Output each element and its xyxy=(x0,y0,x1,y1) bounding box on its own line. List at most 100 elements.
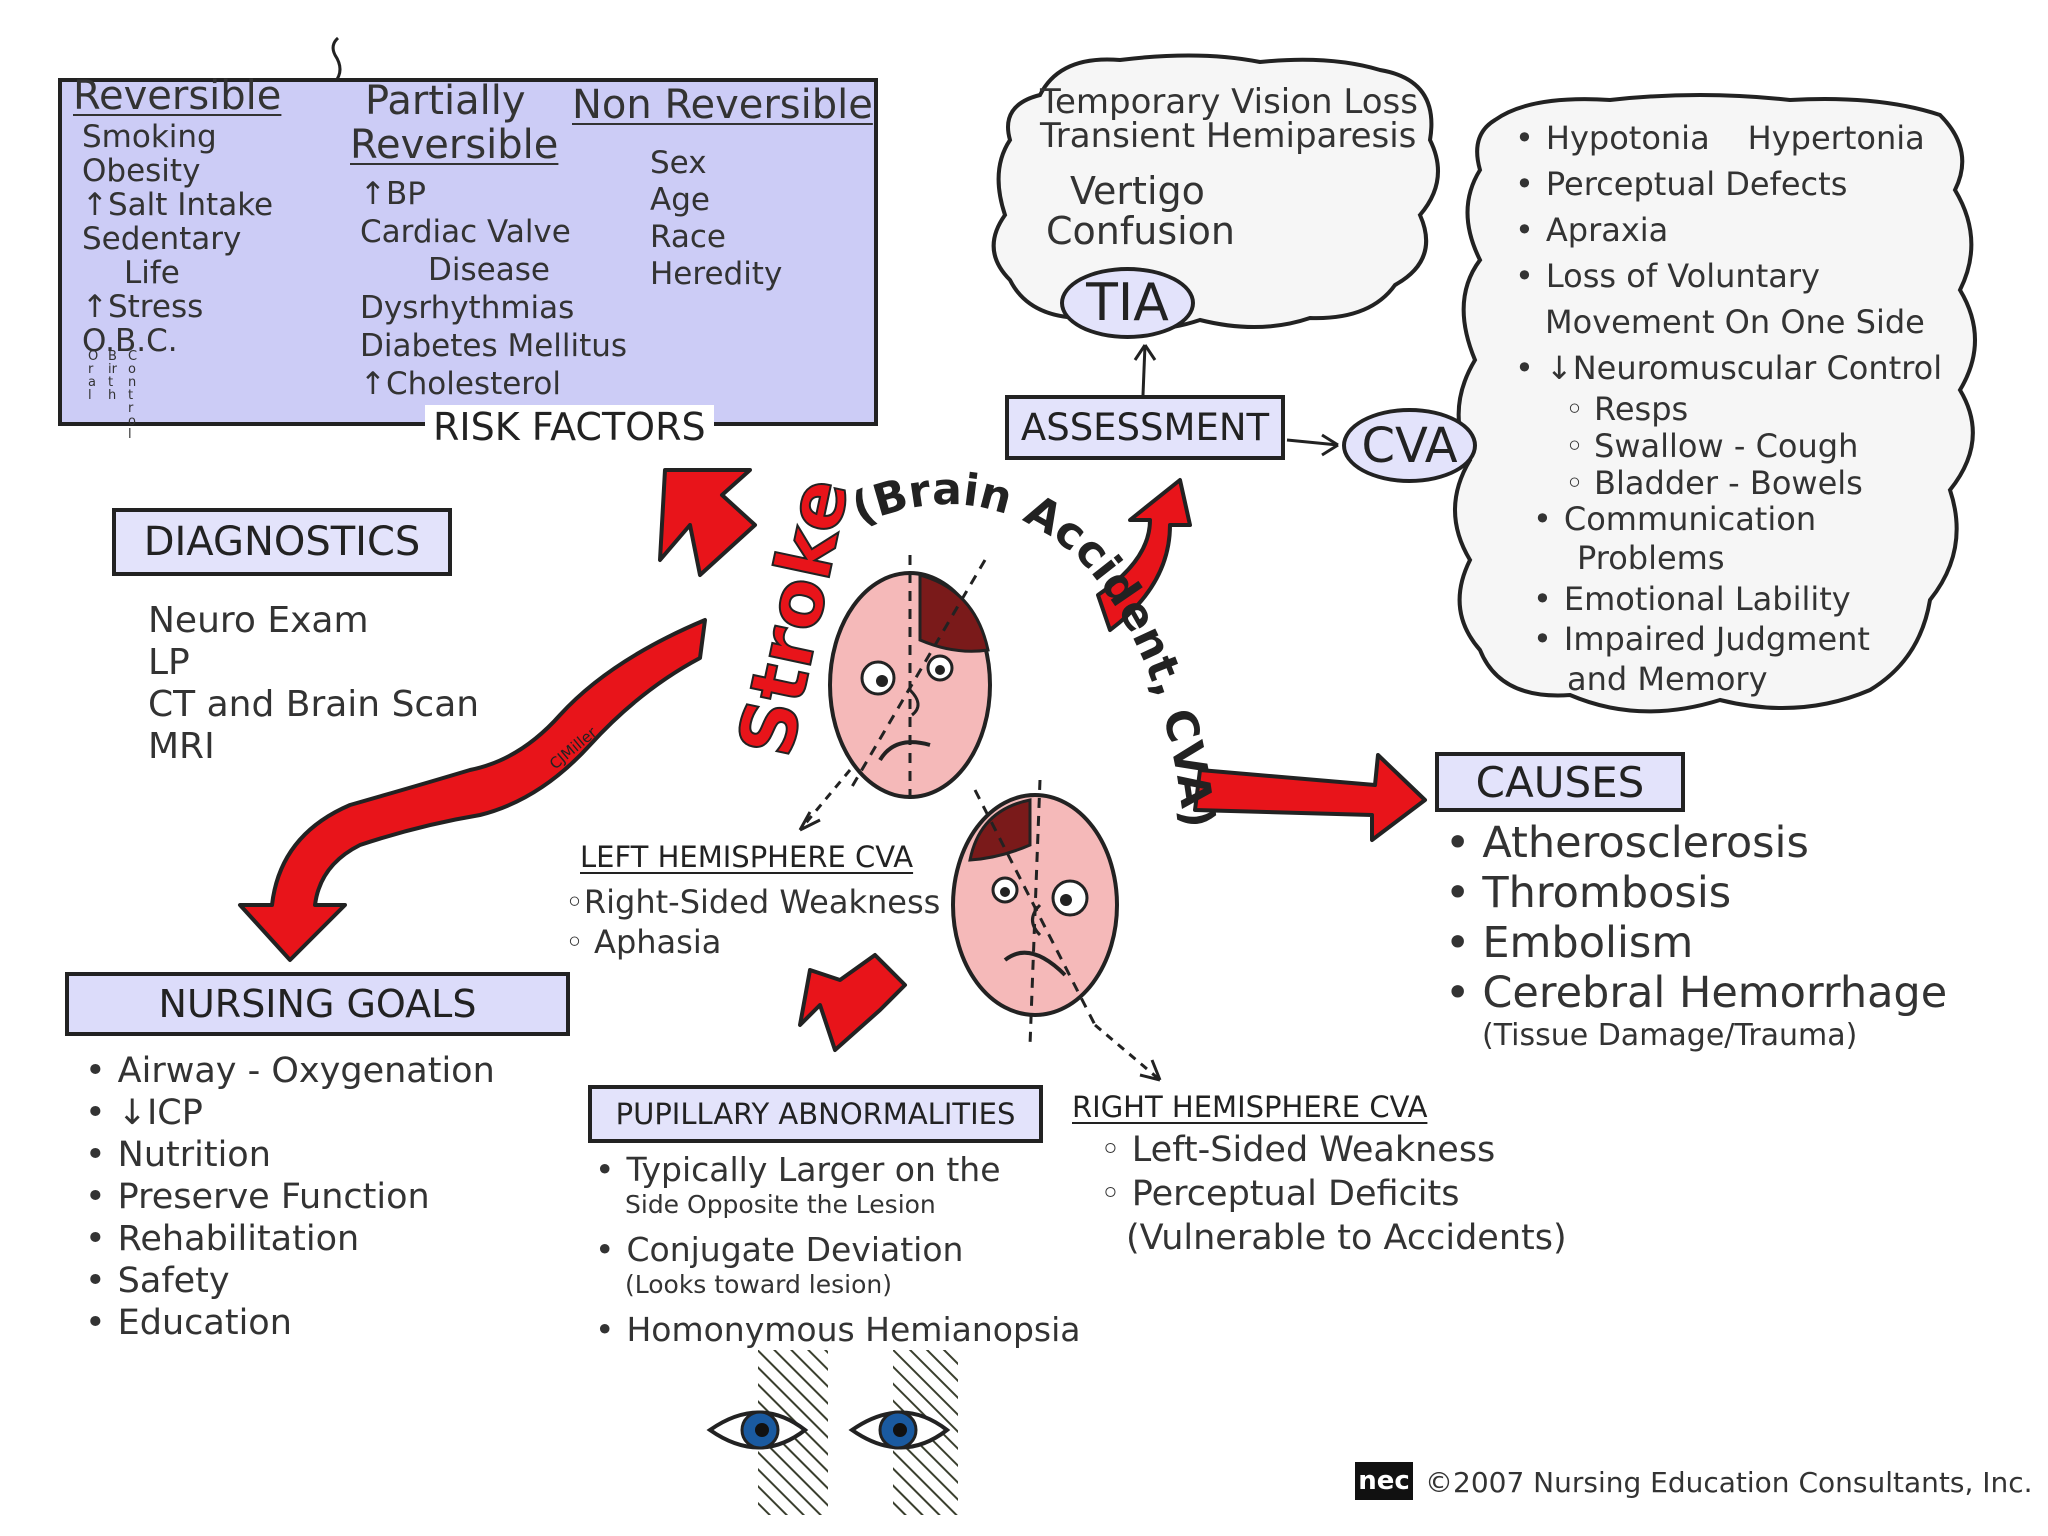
obc-vertical: Oral Birth Control xyxy=(88,350,137,441)
tia-line: Temporary Vision Loss xyxy=(1040,82,1418,122)
cva-item: ↓Neuromuscular Control xyxy=(1515,345,1942,391)
rf-item: Smoking xyxy=(82,119,217,155)
causes-item: Atherosclerosis xyxy=(1445,818,1947,868)
tia-label: TIA xyxy=(1086,273,1169,333)
nursing-goal-item: Preserve Function xyxy=(85,1176,495,1218)
cva-item: Emotional Lability xyxy=(1515,579,1942,619)
cva-item: Apraxia xyxy=(1515,207,1942,253)
nursing-goal-item: ↓ICP xyxy=(85,1092,495,1134)
pupillary-box: PUPILLARY ABNORMALITIES xyxy=(588,1085,1043,1143)
pupillary-item-detail: (Looks toward lesion) xyxy=(625,1270,892,1299)
cva-item: Loss of Voluntary xyxy=(1515,253,1942,299)
arrow-to-nursing-goals xyxy=(238,618,707,962)
tia-oval: TIA xyxy=(1060,267,1195,339)
cva-label: CVA xyxy=(1361,417,1458,474)
risk-factors-box xyxy=(58,78,878,426)
rf-item: Diabetes Mellitus xyxy=(360,328,628,364)
causes-note: (Tissue Damage/Trauma) xyxy=(1482,1018,1858,1053)
tia-cloud xyxy=(991,53,1440,332)
reversible-list: Smoking Obesity ↑Salt Intake Sedentary L… xyxy=(82,120,273,358)
obc-control: Control xyxy=(128,349,138,442)
rf-item: Life xyxy=(124,255,180,291)
causes-item: Cerebral Hemorrhage xyxy=(1445,968,1947,1018)
cva-item: Communication xyxy=(1515,500,1942,538)
diagnostics-list: Neuro Exam LP CT and Brain Scan MRI xyxy=(148,600,479,768)
partially-list: ↑BP Cardiac Valve Disease Dysrhythmias D… xyxy=(360,175,627,403)
nursing-goal-item: Education xyxy=(85,1302,495,1344)
face-left-hemisphere xyxy=(828,555,992,800)
reversible-heading: Reversible xyxy=(73,73,282,119)
nursing-goals-box: NURSING GOALS xyxy=(65,972,570,1036)
tia-line: Confusion xyxy=(1046,209,1236,253)
pupillary-item: Homonymous Hemianopsia xyxy=(595,1310,1080,1350)
causes-box: CAUSES xyxy=(1435,752,1685,812)
rf-item: Cardiac Valve xyxy=(360,214,571,250)
causes-item: Embolism xyxy=(1445,918,1947,968)
tia-line: Vertigo xyxy=(1070,169,1205,213)
non-reversible-list: Sex Age Race Heredity xyxy=(650,145,782,293)
rf-item: Heredity xyxy=(650,256,783,292)
cva-oval: CVA xyxy=(1342,408,1477,483)
rf-item: ↑Stress xyxy=(82,289,204,325)
assessment-box: ASSESSMENT xyxy=(1005,395,1285,460)
diagnostics-item: LP xyxy=(148,642,190,683)
arrow-to-risk-factors xyxy=(658,468,757,577)
partially-heading-2: Reversible xyxy=(350,122,559,168)
pupillary-item: Typically Larger on the xyxy=(595,1150,1080,1190)
rf-item: Sedentary xyxy=(82,221,242,257)
nursing-goals-list: Airway - Oxygenation ↓ICP Nutrition Pres… xyxy=(85,1050,495,1344)
nec-logo: nec xyxy=(1355,1462,1413,1500)
nursing-goal-item: Airway - Oxygenation xyxy=(85,1050,495,1092)
copyright-text: ©2007 Nursing Education Consultants, Inc… xyxy=(1425,1466,2033,1499)
cva-subitem: ◦ Swallow - Cough xyxy=(1565,427,1859,465)
rf-item: Obesity xyxy=(82,153,201,189)
rf-item: Dysrhythmias xyxy=(360,290,575,326)
right-hemisphere-item: ◦ Left-Sided Weakness xyxy=(1100,1130,1496,1170)
rf-item: ↑Salt Intake xyxy=(82,187,274,223)
right-hemisphere-item: (Vulnerable to Accidents) xyxy=(1126,1218,1567,1258)
non-reversible-heading: Non Reversible xyxy=(572,82,873,128)
right-hemisphere-title: RIGHT HEMISPHERE CVA xyxy=(1072,1090,1428,1124)
cva-subitem: ◦ Bladder - Bowels xyxy=(1565,464,1863,502)
diagnostics-title: DIAGNOSTICS xyxy=(143,519,421,565)
pupillary-item: Conjugate Deviation xyxy=(595,1230,1080,1270)
diagnostics-item: Neuro Exam xyxy=(148,600,369,641)
cva-subitem: ◦ Resps xyxy=(1565,390,1689,428)
diagnostics-item: CT and Brain Scan xyxy=(148,684,480,725)
arrow-to-pupillary xyxy=(798,953,907,1052)
rf-item: O.B.C. xyxy=(82,323,178,359)
arrow-to-assessment xyxy=(1096,478,1192,632)
right-hemisphere-item: ◦ Perceptual Deficits xyxy=(1100,1174,1460,1214)
rf-item: Sex xyxy=(650,145,707,181)
nursing-goal-item: Safety xyxy=(85,1260,495,1302)
causes-item: Thrombosis xyxy=(1445,868,1947,918)
face-right-hemisphere xyxy=(951,779,1119,1046)
rf-item: Disease xyxy=(428,252,550,288)
rf-item: Age xyxy=(650,182,710,218)
left-hemisphere-item: ◦Right-Sided Weakness xyxy=(565,883,941,921)
nursing-goals-title: NURSING GOALS xyxy=(158,982,477,1026)
cva-item: Movement On One Side xyxy=(1545,303,1925,341)
tia-line: Transient Hemiparesis xyxy=(1040,116,1417,156)
causes-list: Atherosclerosis Thrombosis Embolism Cere… xyxy=(1445,818,1947,1018)
obc-oral: Oral xyxy=(88,349,99,403)
nec-logo-text: nec xyxy=(1358,1466,1410,1496)
partially-heading-1: Partially xyxy=(365,78,526,124)
rf-item: Race xyxy=(650,219,726,255)
left-hemisphere-title: LEFT HEMISPHERE CVA xyxy=(580,840,914,874)
nursing-goal-item: Rehabilitation xyxy=(85,1218,495,1260)
diagnostics-box: DIAGNOSTICS xyxy=(112,508,452,576)
nursing-goal-item: Nutrition xyxy=(85,1134,495,1176)
cva-item: Perceptual Defects xyxy=(1515,161,1942,207)
arrow-to-causes xyxy=(1193,753,1427,842)
obc-birth: Birth xyxy=(108,349,117,403)
causes-title: CAUSES xyxy=(1475,757,1645,807)
cva-item: and Memory xyxy=(1567,660,1768,698)
cva-item: Impaired Judgment xyxy=(1515,619,1942,659)
diagnostics-item: MRI xyxy=(148,726,215,767)
hemianopsia-eyes-icon xyxy=(706,1350,958,1515)
risk-factors-title: RISK FACTORS xyxy=(425,405,714,449)
right-hemisphere-list: ◦ Left-Sided Weakness ◦ Perceptual Defic… xyxy=(1100,1128,1567,1260)
